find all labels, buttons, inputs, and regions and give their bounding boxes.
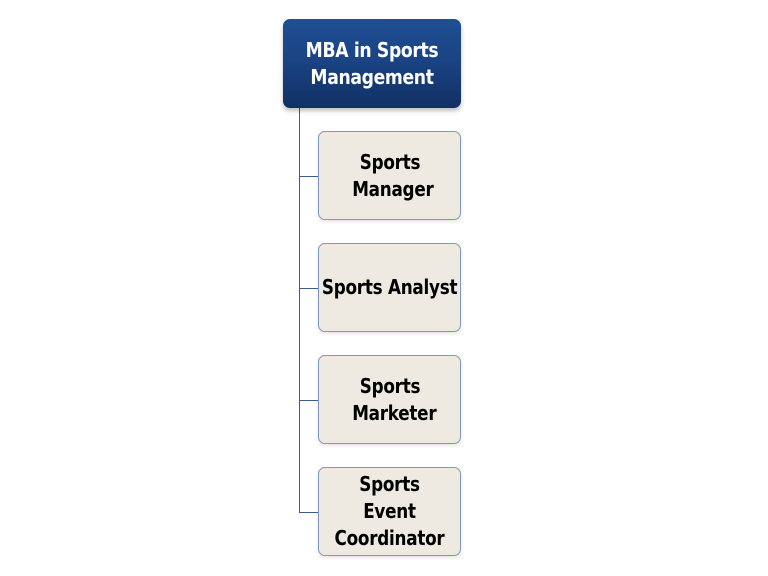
- connector-branch-line: [299, 288, 318, 289]
- child-node-sports-event-coordinator: Sports Event Coordinator: [318, 467, 461, 556]
- child-node-label: Sports Marketer: [351, 373, 436, 425]
- root-node-box: MBA in Sports Management: [283, 19, 461, 108]
- connector-branch-line: [299, 512, 318, 513]
- child-node-label: Sports Event Coordinator: [334, 472, 445, 550]
- connector-branch-line: [299, 176, 318, 177]
- connector-trunk-line: [299, 108, 300, 513]
- child-node-label: Sports Manager: [351, 149, 434, 201]
- child-node-label: Sports Analyst: [321, 275, 458, 299]
- child-node-sports-marketer: Sports Marketer: [318, 355, 461, 444]
- child-node-sports-manager: Sports Manager: [318, 131, 461, 220]
- child-node-sports-analyst: Sports Analyst: [318, 243, 461, 332]
- root-node-label: MBA in Sports Management: [305, 37, 439, 89]
- connector-branch-line: [299, 400, 318, 401]
